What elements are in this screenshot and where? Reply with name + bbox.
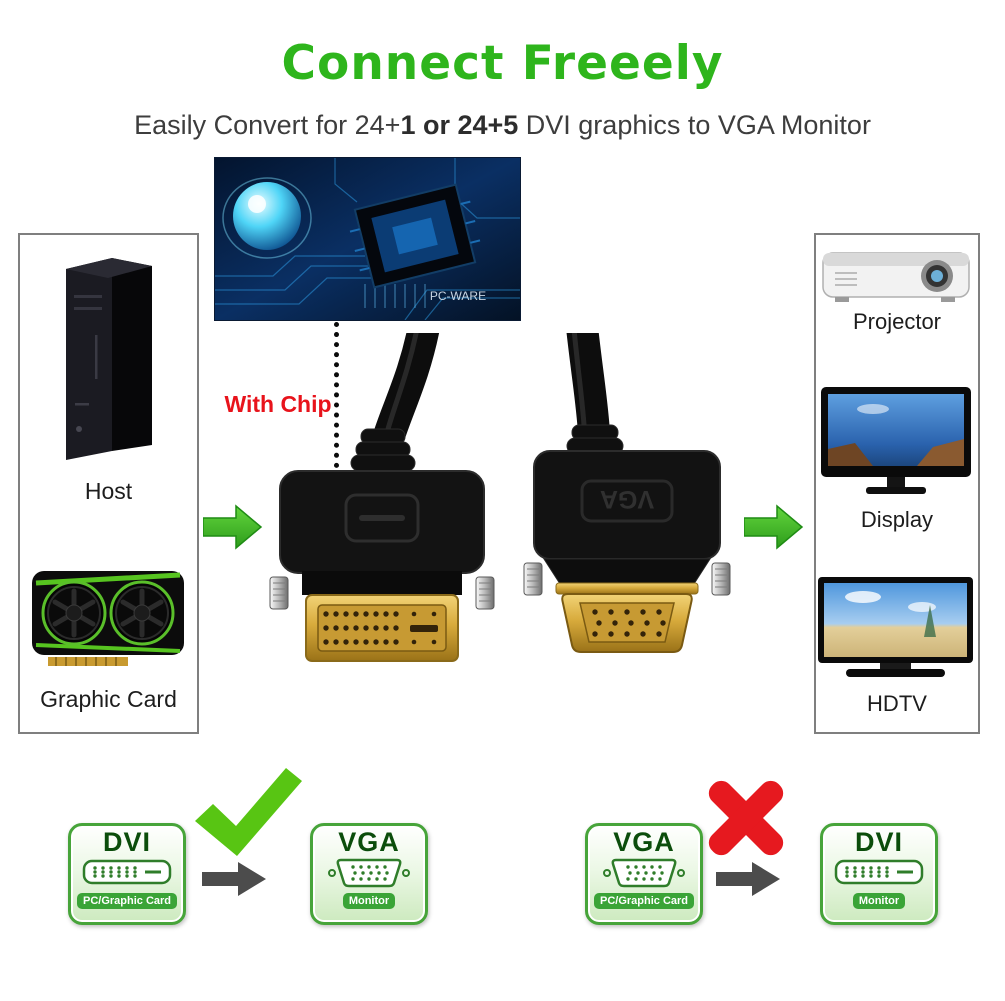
projector-image xyxy=(821,245,971,307)
dvi-source-title: DVI xyxy=(102,827,151,857)
vga-source-title: VGA xyxy=(613,827,675,857)
dvi-vga-cable-image: VGA xyxy=(262,311,737,685)
vga-source-sublabel: PC/Graphic Card xyxy=(593,893,695,910)
page-title: Connect Freeely xyxy=(281,36,724,91)
checkmark-icon xyxy=(192,766,304,858)
host-label: Host xyxy=(84,478,133,504)
subtitle: Easily Convert for 24+1 or 24+5 DVI grap… xyxy=(0,110,1005,141)
cross-icon xyxy=(702,776,790,860)
dvi-connector-icon xyxy=(71,857,183,891)
display-label: Display xyxy=(860,507,934,532)
with-chip-label: With Chip xyxy=(224,391,332,417)
dvi-target-box: DVI Monitor xyxy=(820,823,938,925)
pc-tower-image xyxy=(48,253,168,463)
dvi-target-sublabel: Monitor xyxy=(852,893,906,910)
vga-target-title: VGA xyxy=(338,827,400,857)
output-devices-panel: Projector Display xyxy=(814,233,980,734)
vga-target-box: VGA Monitor xyxy=(310,823,428,925)
vga-connector-icon xyxy=(313,857,425,891)
arrow-vga-to-dvi-icon xyxy=(716,861,782,897)
arrow-dvi-to-vga-icon xyxy=(202,861,268,897)
vga-source-box: VGA PC/Graphic Card xyxy=(585,823,703,925)
graphic-card-label: Graphic Card xyxy=(40,686,177,712)
source-devices-panel: Host xyxy=(18,233,199,734)
subtitle-post: DVI graphics to VGA Monitor xyxy=(518,110,871,140)
vga-target-sublabel: Monitor xyxy=(342,893,396,910)
subtitle-pre: Easily Convert for 24+ xyxy=(134,110,401,140)
dvi-connector-icon xyxy=(823,857,935,891)
arrow-source-to-cable-icon xyxy=(202,504,263,550)
arrow-cable-to-output-icon xyxy=(743,504,804,550)
vga-connector-icon xyxy=(588,857,700,891)
chip-circuit-illustration: PC-WARE xyxy=(215,158,520,321)
hdtv-label: HDTV xyxy=(867,691,927,716)
chip-watermark: PC-WARE xyxy=(430,289,486,303)
dvi-target-title: DVI xyxy=(854,827,903,857)
chip-photo: PC-WARE xyxy=(215,158,520,321)
display-image xyxy=(821,387,971,501)
dvi-source-box: DVI PC/Graphic Card xyxy=(68,823,186,925)
chip-pointer-line xyxy=(334,322,339,468)
dvi-source-sublabel: PC/Graphic Card xyxy=(76,893,178,910)
graphic-card-image xyxy=(28,555,188,677)
subtitle-bold: 1 or 24+5 xyxy=(400,110,519,140)
hdtv-image xyxy=(818,577,973,683)
projector-label: Projector xyxy=(852,309,942,334)
vga-molded-marking: VGA xyxy=(600,485,654,513)
